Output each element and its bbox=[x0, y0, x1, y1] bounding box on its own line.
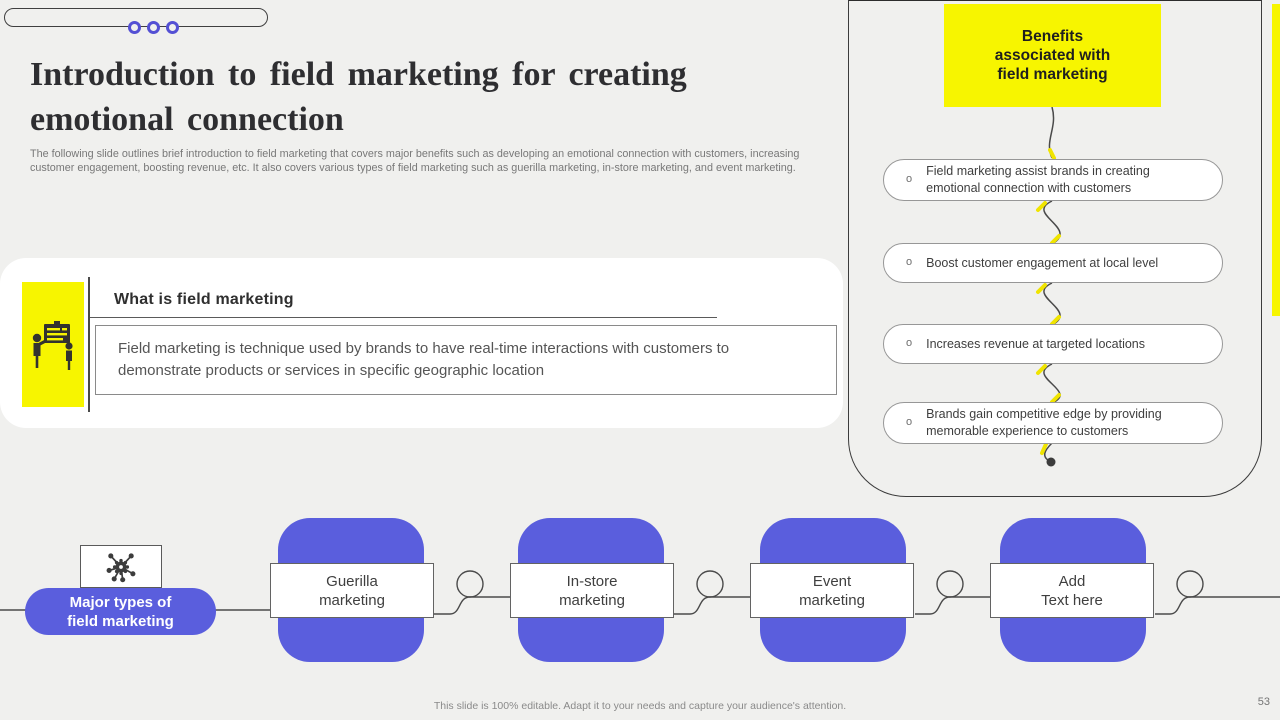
definition-card: What is field marketing Field marketing … bbox=[0, 258, 843, 428]
ring-icon bbox=[128, 21, 141, 34]
benefit-item: o Field marketing assist brands in creat… bbox=[883, 159, 1223, 201]
type-label-line: marketing bbox=[319, 591, 385, 609]
types-label-line2: field marketing bbox=[67, 612, 174, 630]
page-subtitle: The following slide outlines brief intro… bbox=[30, 148, 800, 174]
definition-body-box: Field marketing is technique used by bra… bbox=[95, 325, 837, 395]
types-icon-box bbox=[80, 545, 162, 588]
type-label-in-store: In-store marketing bbox=[510, 563, 674, 618]
ring-icon bbox=[147, 21, 160, 34]
type-label-event: Event marketing bbox=[750, 563, 914, 618]
benefit-text: Field marketing assist brands in creatin… bbox=[926, 164, 1150, 195]
vertical-divider bbox=[88, 277, 90, 412]
page-number: 53 bbox=[1257, 696, 1270, 708]
page-title-line2: emotional connection bbox=[30, 101, 344, 138]
types-label-line1: Major types of bbox=[69, 593, 172, 611]
bullet-icon: o bbox=[906, 173, 913, 185]
benefits-connector-line bbox=[1036, 106, 1061, 467]
page-title: Introduction to field marketing for crea… bbox=[30, 52, 810, 142]
type-label-line: Add bbox=[1058, 572, 1086, 590]
benefits-title: Benefits associated with field marketing bbox=[994, 28, 1111, 83]
type-label-guerilla: Guerilla marketing bbox=[270, 563, 434, 618]
bullet-icon: o bbox=[906, 416, 913, 428]
benefit-item: o Boost customer engagement at local lev… bbox=[883, 243, 1223, 283]
type-label-line: Event bbox=[812, 572, 852, 590]
decorative-rings bbox=[128, 21, 179, 34]
ring-icon bbox=[166, 21, 179, 34]
type-label-line: marketing bbox=[559, 591, 625, 609]
page-title-line1: Introduction to field marketing for crea… bbox=[30, 56, 687, 93]
benefits-panel bbox=[848, 0, 1262, 497]
type-label-add-text[interactable]: Add Text here bbox=[990, 563, 1154, 618]
types-section-label: Major types of field marketing bbox=[25, 588, 216, 635]
benefit-text: Brands gain competitive edge by providin… bbox=[926, 407, 1162, 438]
benefit-text: Increases revenue at targeted locations bbox=[926, 336, 1146, 351]
benefit-item: o Increases revenue at targeted location… bbox=[883, 324, 1223, 364]
yellow-edge-strip bbox=[1272, 4, 1280, 316]
benefit-item: o Brands gain competitive edge by provid… bbox=[883, 402, 1223, 444]
benefit-text: Boost customer engagement at local level bbox=[926, 255, 1159, 270]
definition-heading: What is field marketing bbox=[114, 291, 294, 308]
network-hub-icon bbox=[106, 552, 136, 582]
definition-icon-tile bbox=[22, 282, 84, 407]
connector-end-dot bbox=[1046, 457, 1056, 467]
presenter-board-icon bbox=[32, 320, 73, 370]
bullet-icon: o bbox=[906, 256, 913, 268]
heading-underline bbox=[90, 317, 717, 318]
type-label-line: In-store bbox=[566, 572, 618, 590]
definition-body-text: Field marketing is technique used by bra… bbox=[118, 340, 730, 379]
benefits-title-box: Benefits associated with field marketing bbox=[944, 4, 1161, 107]
type-label-line: Text here bbox=[1041, 591, 1103, 609]
footer-note: This slide is 100% editable. Adapt it to… bbox=[433, 700, 847, 712]
type-label-line: marketing bbox=[799, 591, 865, 609]
type-label-line: Guerilla bbox=[326, 572, 378, 590]
bullet-icon: o bbox=[906, 337, 913, 349]
